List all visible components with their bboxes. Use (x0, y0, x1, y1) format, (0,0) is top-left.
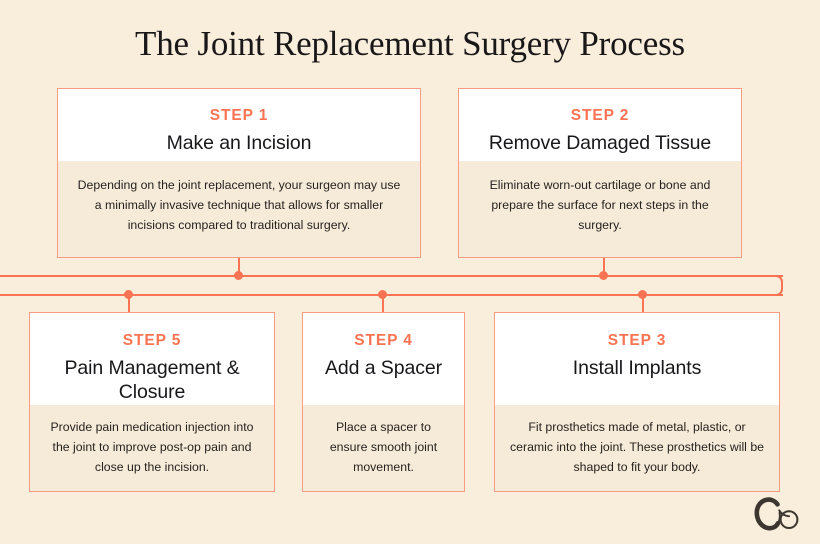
connector-line-step4-up (382, 294, 384, 313)
co-monogram-logo-icon (752, 496, 804, 534)
step-card-body: Fit prosthetics made of metal, plastic, … (495, 405, 779, 491)
step-card-header: STEP 3 Install Implants (495, 313, 779, 405)
step-card-step5: STEP 5 Pain Management & Closure Provide… (29, 312, 275, 492)
step-card-step3: STEP 3 Install Implants Fit prosthetics … (494, 312, 780, 492)
step-description: Place a spacer to ensure smooth joint mo… (329, 420, 438, 474)
step-title: Make an Incision (166, 132, 312, 154)
page-title: The Joint Replacement Surgery Process (135, 24, 685, 63)
connector-line-step2-down (603, 258, 605, 277)
step-card-step2: STEP 2 Remove Damaged Tissue Eliminate w… (458, 88, 742, 258)
step-card-header: STEP 4 Add a Spacer (303, 313, 464, 405)
step-card-step1: STEP 1 Make an Incision Depending on the… (57, 88, 421, 258)
connector-bus-lower (0, 294, 783, 296)
step-title: Remove Damaged Tissue (488, 132, 712, 154)
step-card-header: STEP 1 Make an Incision (58, 89, 420, 161)
step-card-header: STEP 2 Remove Damaged Tissue (459, 89, 741, 161)
step-description: Provide pain medication injection into t… (50, 420, 254, 474)
connector-line-step3-up (642, 294, 644, 313)
connector-dot-step5 (124, 290, 133, 299)
step-label: STEP 1 (209, 107, 269, 124)
step-description: Eliminate worn-out cartilage or bone and… (489, 178, 711, 232)
connector-dot-step4 (378, 290, 387, 299)
step-label: STEP 5 (122, 332, 182, 349)
step-card-body: Depending on the joint replacement, your… (58, 161, 420, 257)
connector-line-step1-down (238, 258, 240, 277)
connector-line-step5-up (128, 294, 130, 313)
step-label: STEP 2 (570, 107, 630, 124)
step-title: Install Implants (572, 357, 702, 379)
step-title: Add a Spacer (325, 357, 442, 379)
step-card-body: Eliminate worn-out cartilage or bone and… (459, 161, 741, 257)
step-description: Fit prosthetics made of metal, plastic, … (509, 420, 765, 474)
step-label: STEP 4 (354, 332, 413, 349)
connector-dot-step1 (234, 271, 243, 280)
step-card-body: Place a spacer to ensure smooth joint mo… (303, 405, 464, 491)
step-title: Pain Management & Closure (64, 357, 240, 404)
step-card-body: Provide pain medication injection into t… (30, 405, 274, 491)
step-description: Depending on the joint replacement, your… (77, 178, 401, 232)
connector-dot-step3 (638, 290, 647, 299)
connector-elbow-right (769, 275, 783, 296)
step-card-header: STEP 5 Pain Management & Closure (30, 313, 274, 405)
step-label: STEP 3 (607, 332, 667, 349)
step-card-step4: STEP 4 Add a Spacer Place a spacer to en… (302, 312, 465, 492)
connector-bus-upper (0, 275, 783, 277)
connector-dot-step2 (599, 271, 608, 280)
